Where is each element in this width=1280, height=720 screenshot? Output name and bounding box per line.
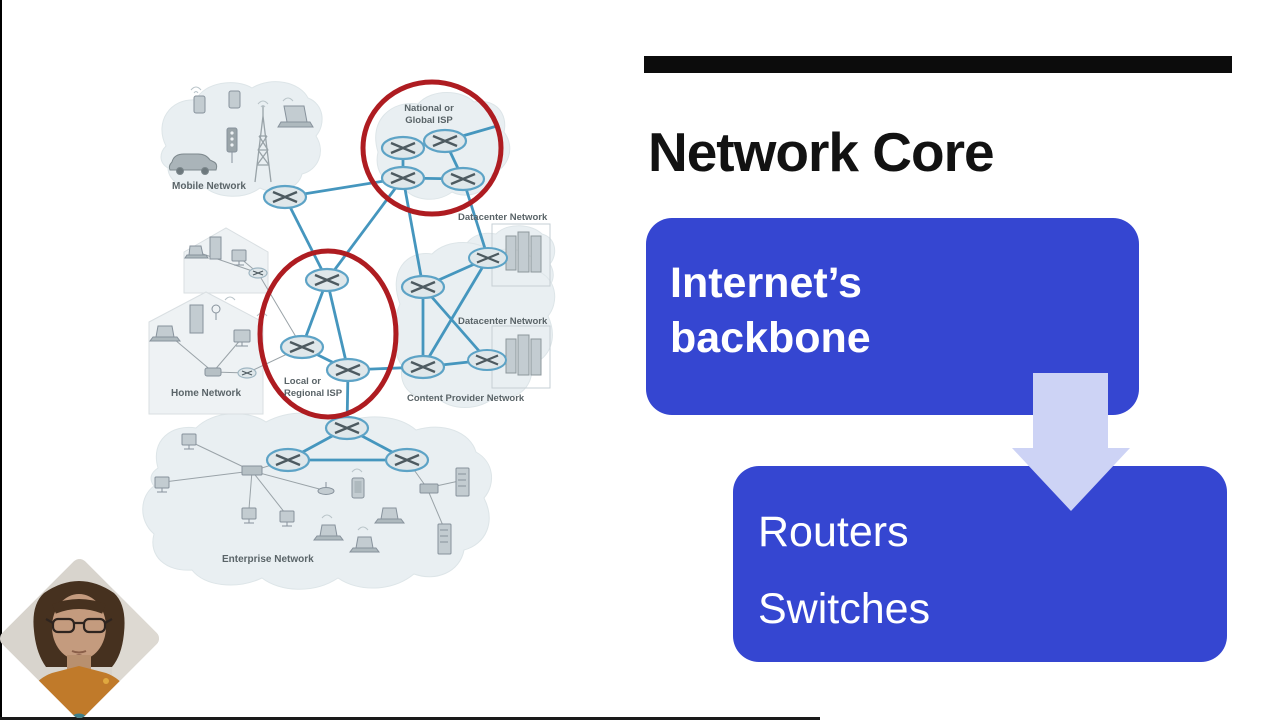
- desktop-icon: [181, 433, 197, 450]
- label-datacenter-mid: Datacenter Network: [458, 316, 548, 327]
- router-icon: [384, 447, 430, 473]
- cell-tower-icon: [254, 106, 272, 183]
- slide-title: Network Core: [648, 121, 995, 183]
- home-house-upper: [183, 227, 269, 294]
- router-icon: [422, 128, 468, 154]
- content-cloud: [393, 242, 556, 408]
- server-icon: [455, 467, 470, 497]
- webcam-video: [0, 555, 163, 720]
- bottom-frame-line: [0, 717, 820, 720]
- presenter-illustration: [0, 555, 163, 720]
- webcam-overlay: [0, 555, 163, 720]
- label-datacenter-top: Datacenter Network: [458, 212, 548, 223]
- switch-icon: [241, 465, 263, 476]
- desktop-icon: [279, 510, 295, 527]
- card-line: Switches: [758, 585, 931, 633]
- fridge-icon: [209, 236, 222, 260]
- monitor-icon: [233, 329, 251, 347]
- home-router-icon: [237, 367, 257, 379]
- highlight-circle-national-isp: [360, 79, 504, 217]
- modem-icon: [204, 367, 222, 377]
- edge-devices: [149, 86, 470, 555]
- mobile-cloud: [160, 81, 323, 197]
- thermostat-icon: [211, 304, 221, 320]
- router-icon: [265, 447, 311, 473]
- router-icon: [467, 349, 507, 371]
- enterprise-cloud: [142, 412, 492, 590]
- laptop-icon: [374, 507, 405, 524]
- label-content-provider: Content Provider Network: [407, 393, 525, 404]
- phone-icon: [228, 90, 241, 109]
- highlight-circle-local-isp: [257, 248, 399, 420]
- laptop-icon: [349, 536, 380, 553]
- card-text: Routers Switches: [758, 494, 930, 648]
- left-frame-line: [0, 0, 2, 720]
- home-router-icon: [248, 267, 268, 279]
- router-icon: [400, 274, 446, 300]
- home-house-lower: [148, 291, 264, 415]
- laptop-icon: [277, 105, 314, 128]
- router-icon: [380, 135, 426, 161]
- fridge-icon: [189, 304, 204, 334]
- router-icon: [380, 165, 426, 191]
- laptop-icon: [149, 325, 181, 342]
- access-point-icon: [317, 482, 335, 495]
- internets-backbone-card: Internet’s backbone: [646, 218, 1139, 415]
- backbone-links: [283, 124, 498, 462]
- wifi-icon: [190, 86, 369, 531]
- cloud-shapes: [142, 81, 556, 590]
- monitor-icon: [231, 249, 247, 266]
- card-line: backbone: [670, 314, 871, 362]
- datacenter-servers: [491, 223, 551, 389]
- routers-switches-card: Routers Switches: [733, 466, 1227, 662]
- access-links: [163, 252, 460, 529]
- routers: [237, 128, 508, 473]
- router-icon: [400, 354, 446, 380]
- national-isp-cloud: [375, 92, 511, 200]
- router-icon: [324, 415, 370, 441]
- card-line: Internet’s: [670, 259, 862, 307]
- diagram-labels: Mobile Network National or Global ISP Da…: [171, 103, 548, 565]
- label-mobile-network: Mobile Network: [172, 181, 246, 192]
- card-text: Internet’s backbone: [670, 256, 871, 366]
- car-icon: [168, 153, 218, 175]
- laptop-icon: [313, 524, 344, 541]
- server-icon: [437, 523, 452, 555]
- phone-icon: [193, 95, 206, 114]
- label-home-network: Home Network: [171, 388, 241, 399]
- router-icon: [279, 334, 325, 360]
- router-icon: [325, 357, 371, 383]
- card-line: Routers: [758, 508, 909, 556]
- desktop-icon: [241, 507, 257, 524]
- label-local-isp: Local or: [284, 376, 321, 387]
- switch-icon: [419, 483, 439, 494]
- glasses-icon: [45, 617, 113, 634]
- desktop-icon: [154, 476, 170, 493]
- label-enterprise-network: Enterprise Network: [222, 554, 314, 565]
- traffic-light-icon: [226, 127, 238, 163]
- datacenter1-cloud: [462, 225, 556, 306]
- title-accent-bar: [644, 56, 1232, 73]
- label-national-isp: National or: [404, 103, 454, 114]
- phone-icon: [351, 477, 365, 499]
- router-icon: [304, 267, 350, 293]
- router-icon: [262, 184, 308, 210]
- router-icon: [440, 166, 486, 192]
- label-local-isp: Regional ISP: [284, 388, 343, 399]
- laptop-icon: [184, 245, 209, 259]
- label-national-isp: Global ISP: [405, 115, 453, 126]
- router-icon: [468, 247, 508, 269]
